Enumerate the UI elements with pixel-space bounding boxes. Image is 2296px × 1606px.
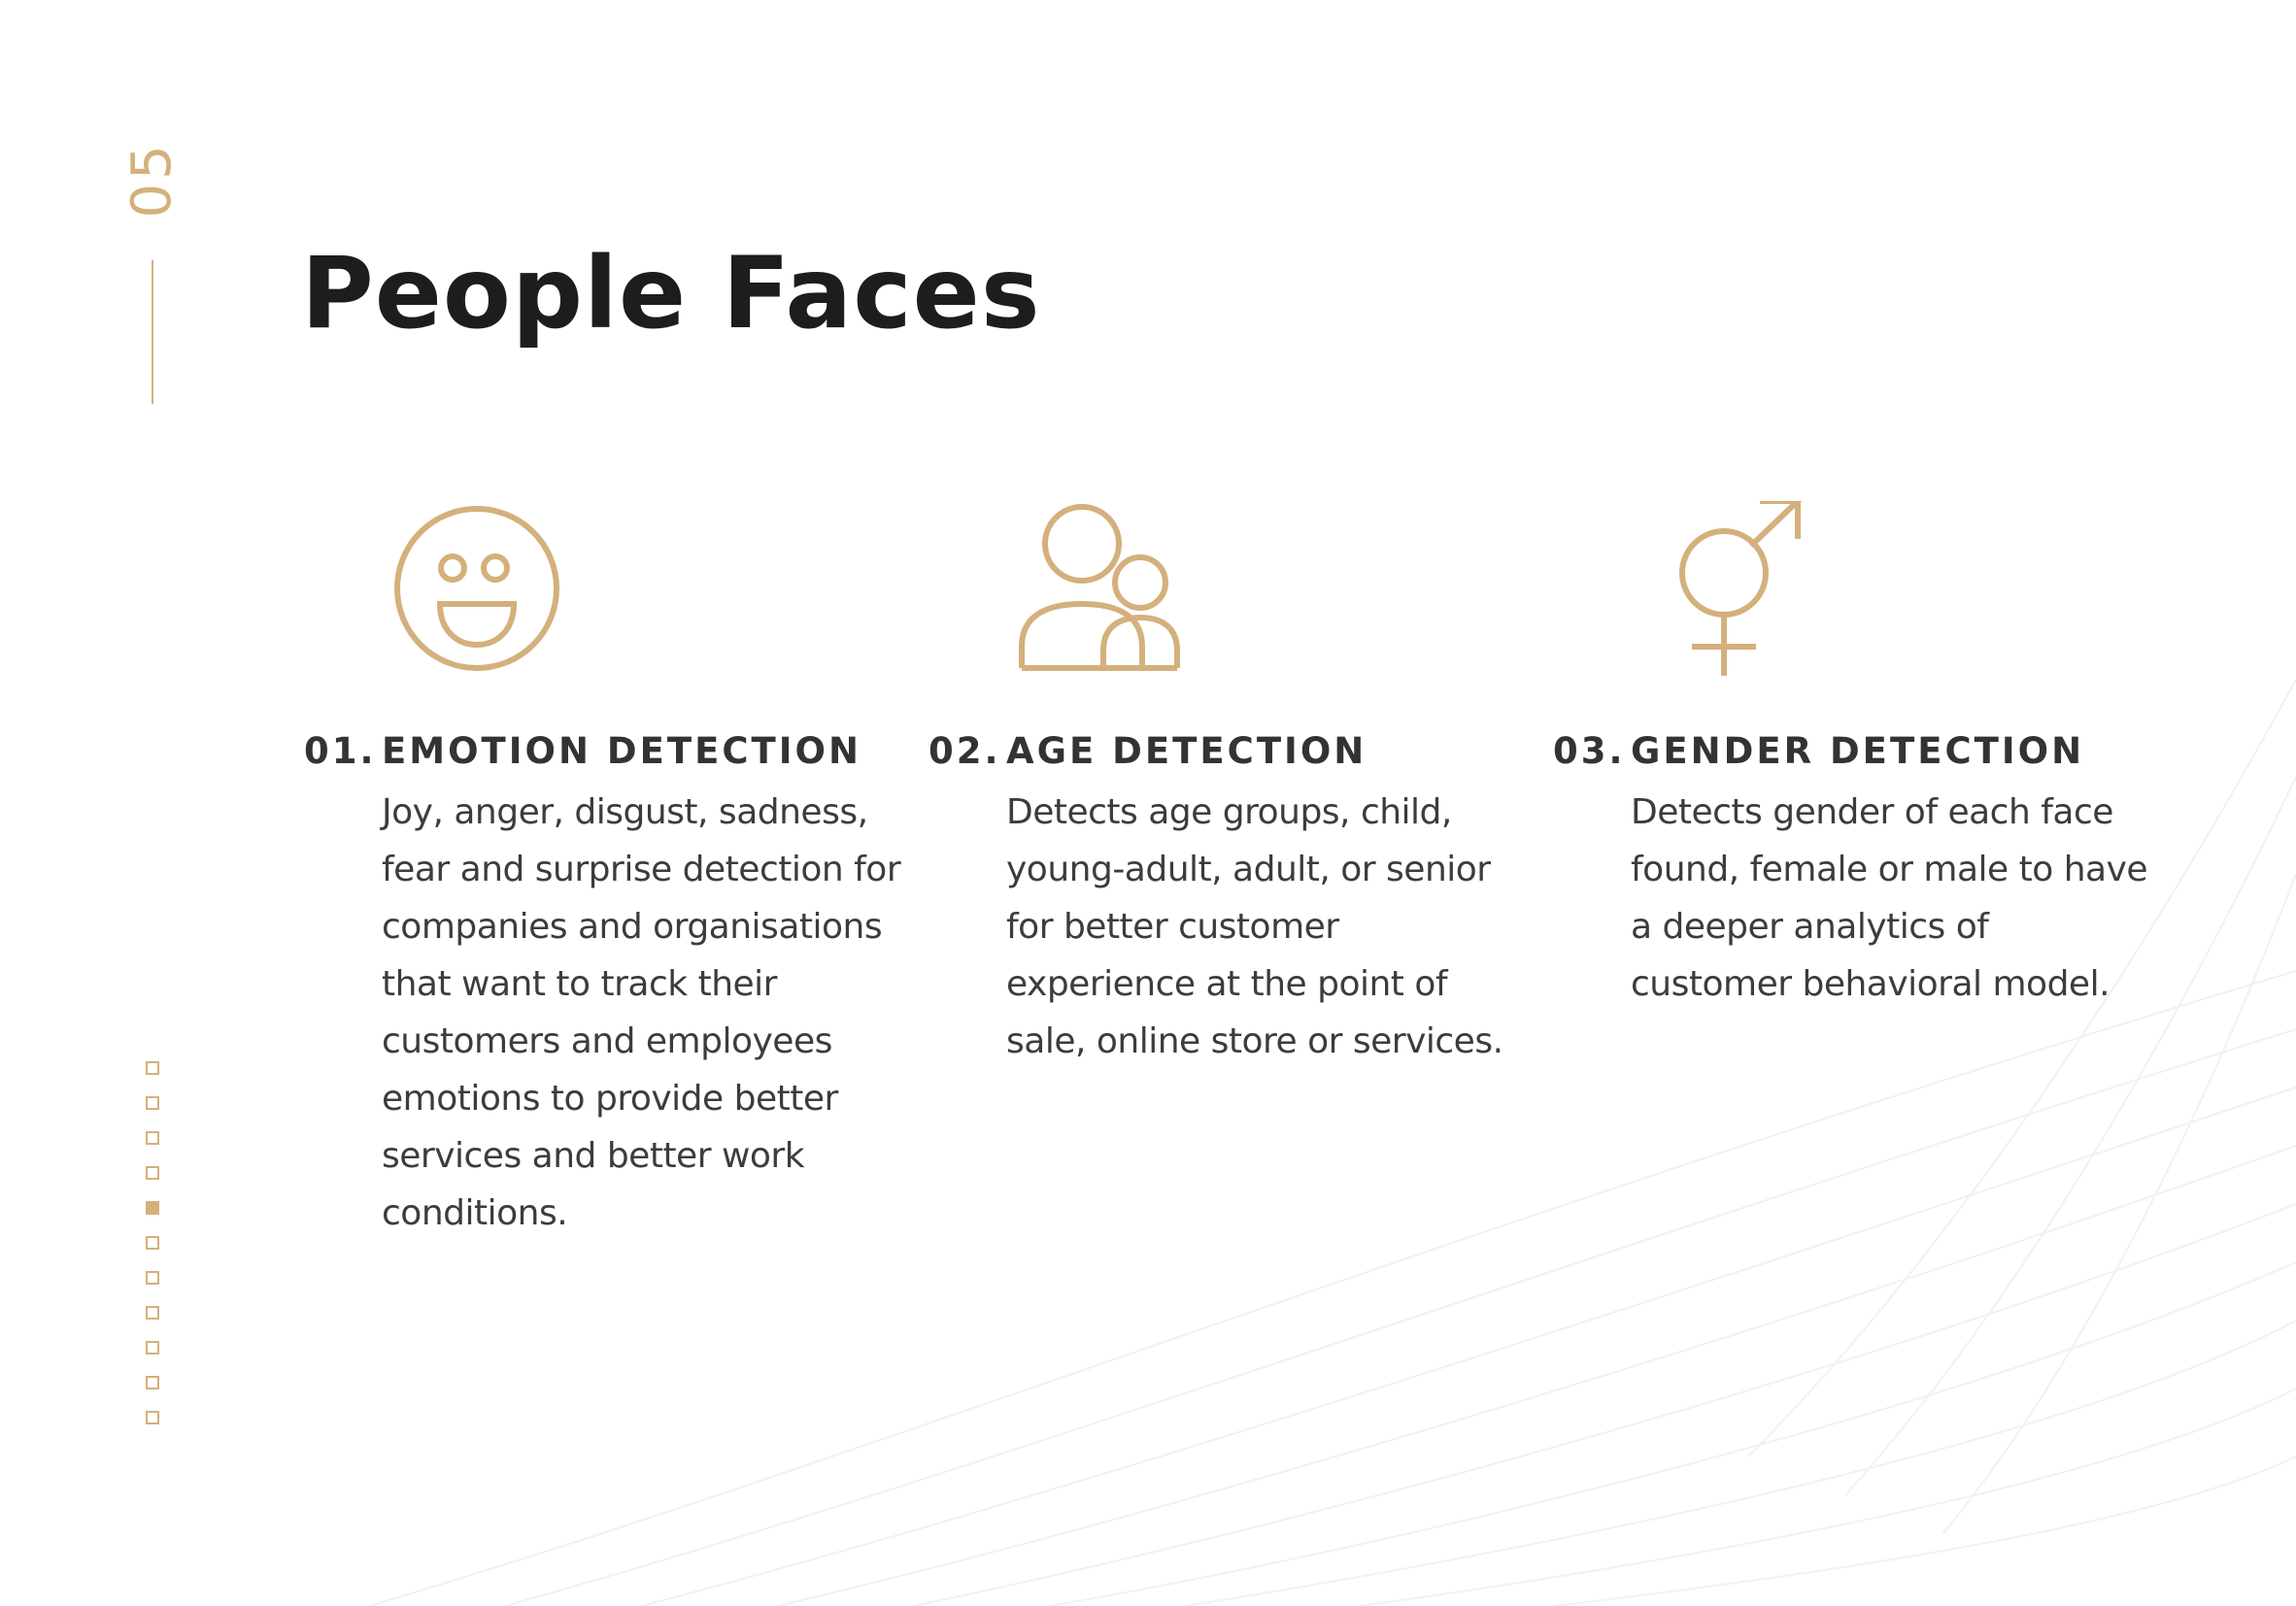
pagination-dot[interactable] bbox=[146, 1236, 159, 1250]
feature-title: EMOTION DETECTION bbox=[382, 730, 861, 772]
pagination-dot[interactable] bbox=[146, 1131, 159, 1145]
feature-description: Joy, anger, disgust, sadness, fear and s… bbox=[382, 792, 901, 1233]
pagination-dot-active[interactable] bbox=[146, 1201, 159, 1215]
page-title: People Faces bbox=[301, 236, 1041, 351]
smiley-face-icon bbox=[394, 506, 559, 671]
pagination-dot[interactable] bbox=[146, 1341, 159, 1355]
gender-symbol-icon bbox=[1679, 501, 1803, 676]
pagination-dot[interactable] bbox=[146, 1411, 159, 1424]
accent-divider bbox=[152, 260, 153, 404]
feature-number: 01. bbox=[304, 730, 377, 772]
page-number: 05 bbox=[119, 141, 184, 218]
adult-child-icon bbox=[1019, 504, 1180, 671]
pagination-dot[interactable] bbox=[146, 1271, 159, 1285]
feature-heading: 01.EMOTION DETECTION bbox=[304, 730, 861, 772]
feature-number: 02. bbox=[929, 730, 1001, 772]
pagination-dot[interactable] bbox=[146, 1096, 159, 1110]
slide-pagination bbox=[146, 1061, 161, 1424]
pagination-dot[interactable] bbox=[146, 1061, 159, 1075]
feature-heading: 03.GENDER DETECTION bbox=[1553, 730, 2084, 772]
feature-number: 03. bbox=[1553, 730, 1626, 772]
feature-description: Detects age groups, child, young-adult, … bbox=[1006, 792, 1503, 1061]
pagination-dot[interactable] bbox=[146, 1306, 159, 1320]
pagination-dot[interactable] bbox=[146, 1376, 159, 1389]
feature-heading: 02.AGE DETECTION bbox=[929, 730, 1367, 772]
pagination-dot[interactable] bbox=[146, 1166, 159, 1180]
feature-title: GENDER DETECTION bbox=[1631, 730, 2085, 772]
feature-description: Detects gender of each face found, femal… bbox=[1631, 792, 2148, 1004]
feature-title: AGE DETECTION bbox=[1006, 730, 1367, 772]
